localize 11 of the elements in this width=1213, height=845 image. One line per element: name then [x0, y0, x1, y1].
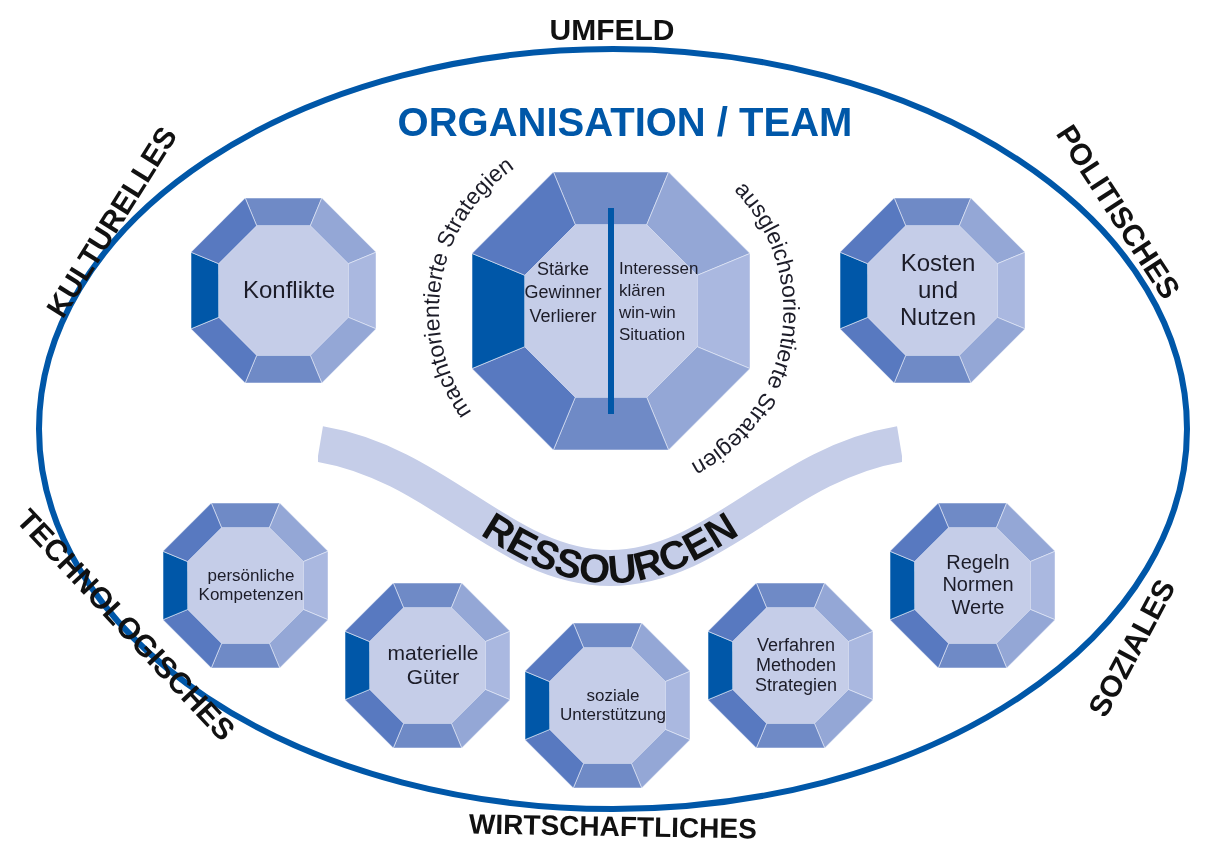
region-label: UMFELD	[549, 13, 675, 47]
octagon-label: Regeln Normen Werte	[941, 551, 1015, 619]
section-heading: ORGANISATION / TEAM	[396, 100, 854, 145]
octagon-label: Kosten und Nutzen	[898, 249, 977, 331]
octagon-label: Verfahren Methoden Strategien	[753, 634, 839, 696]
region-label: WIRTSCHAFTLICHES	[468, 808, 757, 845]
octagon-label: Konflikte	[241, 276, 337, 304]
octagon-label: Stärke Gewinner Verlierer	[523, 258, 603, 328]
octagon-label: materielle Güter	[386, 641, 480, 689]
octagon-label: soziale Unterstützung	[559, 685, 667, 725]
octagon-label: Interessen klären win-win Situation	[619, 258, 700, 347]
